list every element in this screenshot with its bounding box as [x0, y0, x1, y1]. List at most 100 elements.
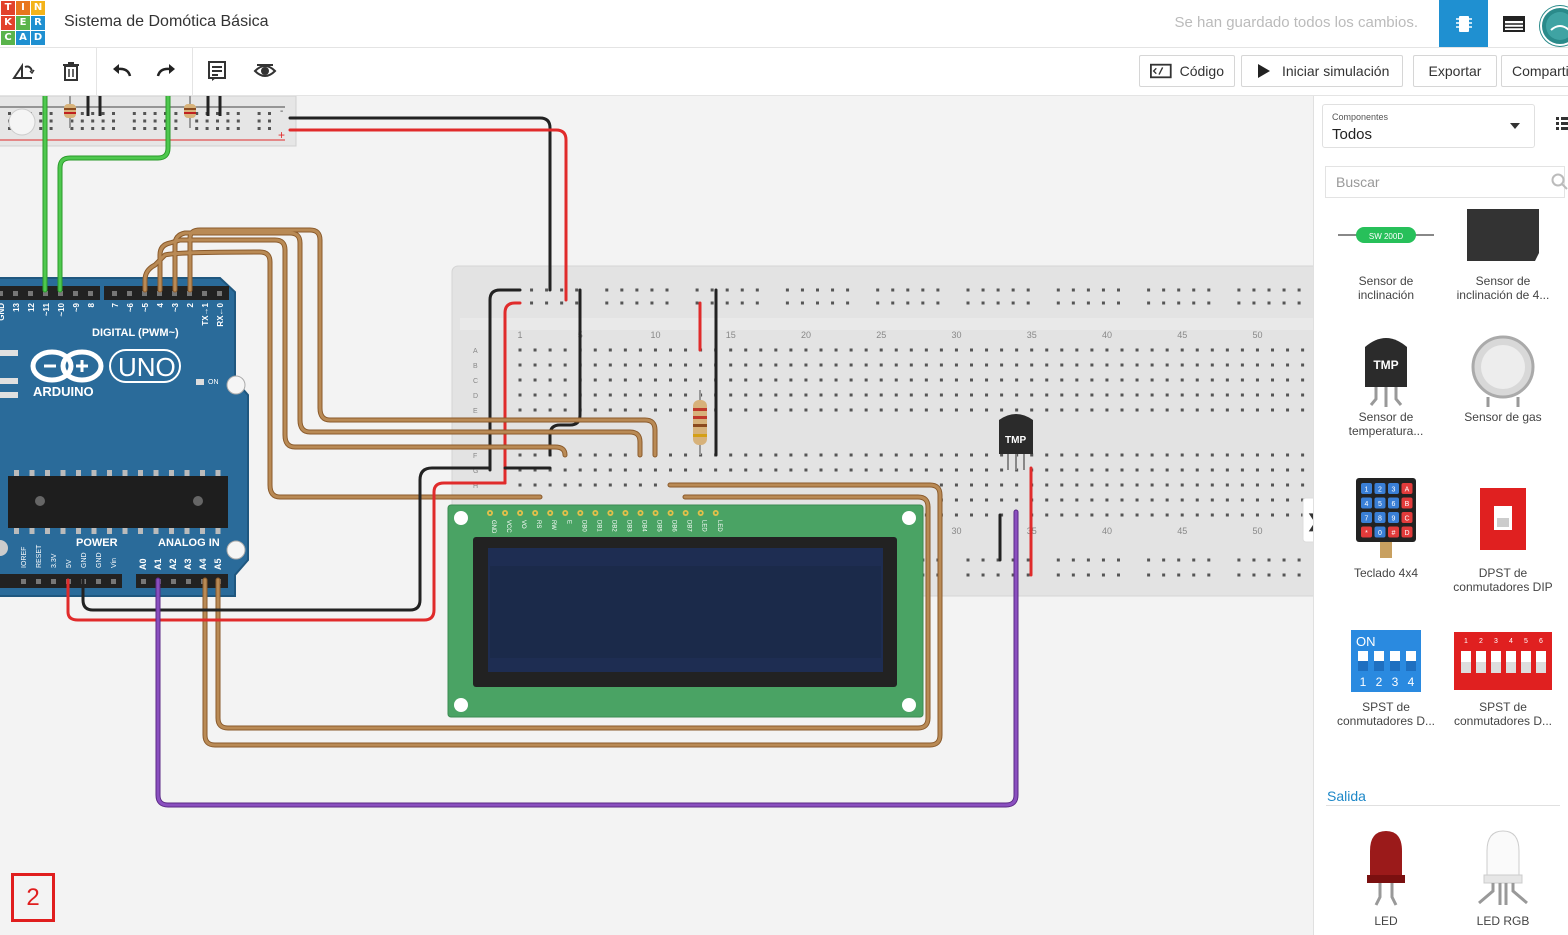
hole: [864, 378, 868, 382]
hole: [608, 363, 612, 367]
keypad-key: [1401, 526, 1413, 538]
rotate-button[interactable]: [8, 56, 38, 86]
hole: [729, 453, 733, 457]
start-simulation-button[interactable]: Iniciar simulación: [1241, 55, 1403, 87]
panel-toggle[interactable]: ❯: [1302, 497, 1313, 543]
hole: [789, 408, 793, 412]
hole: [1000, 453, 1004, 457]
hole: [80, 127, 84, 130]
circuit-view-button[interactable]: [1439, 0, 1488, 47]
hole: [1000, 483, 1004, 487]
component-tilt-sensor[interactable]: SW 200D Sensor de inclinación: [1331, 200, 1441, 302]
lcd-pin-label: RS: [535, 520, 541, 528]
wires[interactable]: [42, 96, 1033, 808]
resistor-small-1[interactable]: [64, 96, 76, 128]
schematic-view-button[interactable]: [1489, 0, 1538, 47]
hole: [939, 393, 943, 397]
keypad-key-label: D: [1404, 530, 1409, 537]
hole: [1030, 348, 1034, 352]
hole: [785, 301, 789, 305]
column-number: 25: [876, 330, 886, 340]
hole: [257, 112, 261, 115]
hole: [578, 453, 582, 457]
visibility-button[interactable]: [250, 56, 280, 86]
hole: [819, 453, 823, 457]
hole: [970, 393, 973, 397]
share-button[interactable]: Compartir: [1501, 55, 1568, 87]
header-pin: [51, 579, 56, 584]
hole: [1301, 348, 1305, 352]
hole: [518, 348, 522, 352]
lcd-pin-label: VO: [520, 520, 526, 529]
resistor[interactable]: [693, 390, 707, 455]
hole: [1225, 378, 1229, 382]
hole: [954, 363, 958, 367]
keypad-key: [1388, 526, 1399, 538]
atmega-chip: [8, 470, 228, 534]
hole: [8, 112, 11, 115]
hole: [665, 288, 669, 292]
hole: [985, 468, 989, 472]
hole: [1090, 348, 1094, 352]
hole: [548, 468, 552, 472]
hole: [578, 483, 582, 487]
hole: [623, 348, 627, 352]
logo-letter: D: [31, 31, 45, 45]
delete-button[interactable]: [56, 56, 86, 86]
hole: [804, 348, 808, 352]
hole: [563, 468, 567, 472]
hole: [1210, 468, 1214, 472]
hole: [740, 301, 744, 305]
hole: [563, 393, 567, 397]
component-rgb-led[interactable]: LED RGB: [1448, 824, 1558, 928]
export-button[interactable]: Exportar: [1413, 55, 1497, 87]
list-view-toggle[interactable]: [1556, 116, 1568, 135]
hole: [1075, 393, 1079, 397]
avatar[interactable]: [1540, 6, 1568, 46]
hole: [533, 393, 537, 397]
hole: [954, 468, 958, 472]
hole: [1056, 573, 1060, 577]
hole: [1090, 468, 1094, 472]
hole: [1255, 408, 1259, 412]
notes-button[interactable]: [202, 56, 232, 86]
components-dropdown[interactable]: Componentes Todos: [1322, 104, 1535, 148]
hole: [1177, 573, 1181, 577]
component-gas-sensor[interactable]: Sensor de gas: [1448, 335, 1558, 424]
search-box[interactable]: [1325, 166, 1568, 198]
hole: [608, 408, 612, 412]
search-icon[interactable]: [1551, 173, 1568, 191]
header-pin: [36, 579, 41, 584]
project-title[interactable]: Sistema de Domótica Básica: [64, 13, 269, 30]
hole: [1282, 573, 1286, 577]
play-icon: [1258, 64, 1270, 78]
hole: [563, 483, 567, 487]
temperature-sensor[interactable]: TMP: [999, 414, 1033, 470]
resistor-small-2[interactable]: [184, 96, 196, 128]
small-breadboard[interactable]: - +: [0, 96, 297, 147]
component-temperature-sensor[interactable]: TMP Sensor de temperatura...: [1331, 336, 1441, 438]
hole: [894, 453, 898, 457]
dip-on-label: ON: [1356, 634, 1376, 649]
hole: [774, 378, 778, 382]
undo-button[interactable]: [106, 56, 136, 86]
component-dpst-switch[interactable]: DPST de conmutadores DIP: [1448, 476, 1558, 594]
hole: [891, 288, 895, 292]
hole: [695, 288, 699, 292]
component-led[interactable]: LED: [1331, 824, 1441, 928]
code-button[interactable]: Código: [1139, 55, 1235, 87]
hole: [996, 288, 1000, 292]
component-tilt-sensor-4[interactable]: Sensor de inclinación de 4...: [1448, 200, 1558, 302]
hole: [849, 348, 853, 352]
redo-button[interactable]: [152, 56, 182, 86]
header-pin: [202, 291, 207, 296]
search-input[interactable]: [1334, 173, 1548, 191]
